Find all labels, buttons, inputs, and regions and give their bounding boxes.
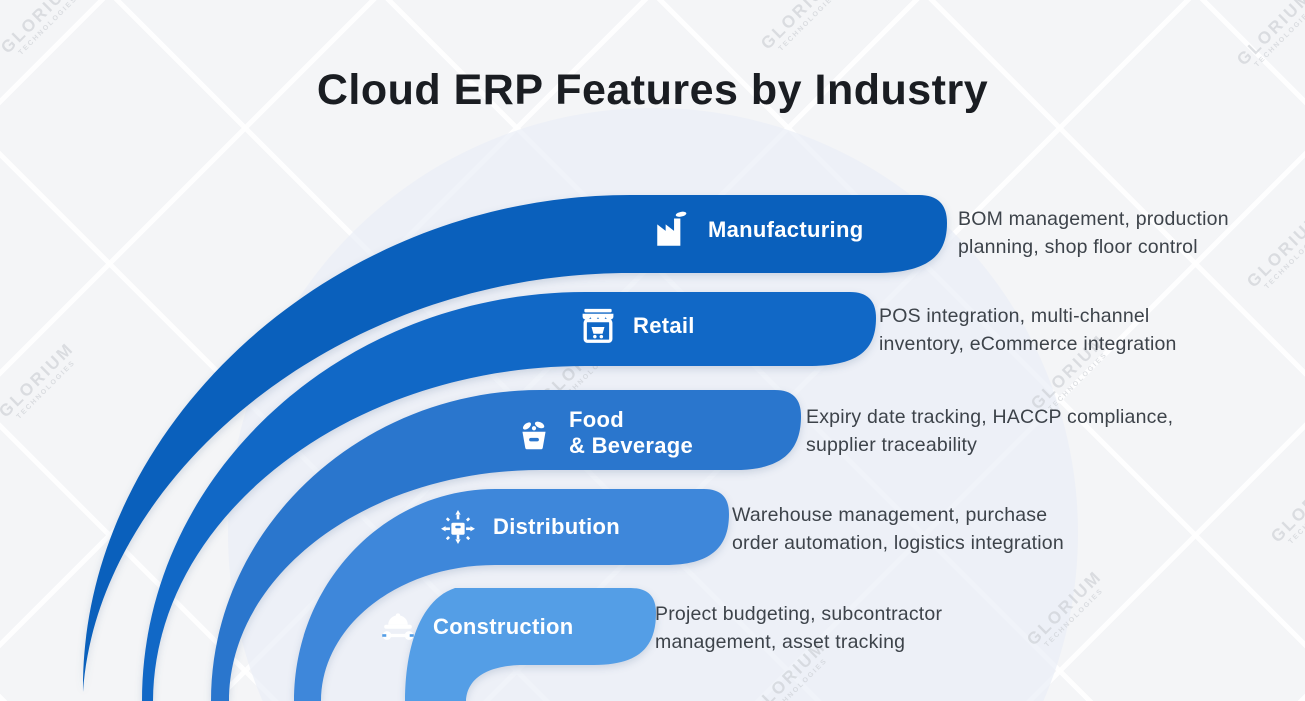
band-row-retail: Retail	[577, 305, 695, 347]
band-shape-food-beverage	[211, 390, 801, 701]
band-label-distribution: Distribution	[493, 514, 621, 539]
band-desc-distribution: Warehouse management, purchase order aut…	[732, 504, 1064, 554]
band-shape-manufacturing	[82, 195, 948, 692]
band-desc-construction: Project budgeting, subcontractor managem…	[655, 603, 943, 653]
hardhat-wrench-icon	[382, 613, 414, 640]
band-label-food-beverage: Food & Beverage	[569, 407, 694, 458]
band-shape-construction	[405, 588, 656, 701]
band-row-distribution: Distribution	[437, 506, 620, 548]
band-row-food-beverage: Food & Beverage	[513, 407, 693, 459]
band-label-manufacturing: Manufacturing	[708, 217, 864, 242]
factory-icon	[657, 211, 687, 246]
band-desc-retail: POS integration, multi-channel inventory…	[879, 305, 1177, 355]
storefront-icon	[582, 308, 614, 343]
band-desc-manufacturing: BOM management, production planning, sho…	[958, 208, 1229, 258]
band-label-construction: Construction	[433, 614, 574, 639]
food-basket-icon	[522, 421, 546, 450]
band-label-retail: Retail	[633, 313, 695, 338]
box-arrows-icon	[441, 510, 475, 544]
band-shape-distribution	[294, 489, 729, 701]
page-title: Cloud ERP Features by Industry	[316, 66, 989, 114]
band-row-construction: Construction	[377, 606, 573, 648]
band-desc-food-beverage: Expiry date tracking, HACCP compliance, …	[806, 406, 1174, 456]
band-row-manufacturing: Manufacturing	[652, 209, 863, 251]
band-shape-retail	[142, 292, 876, 701]
